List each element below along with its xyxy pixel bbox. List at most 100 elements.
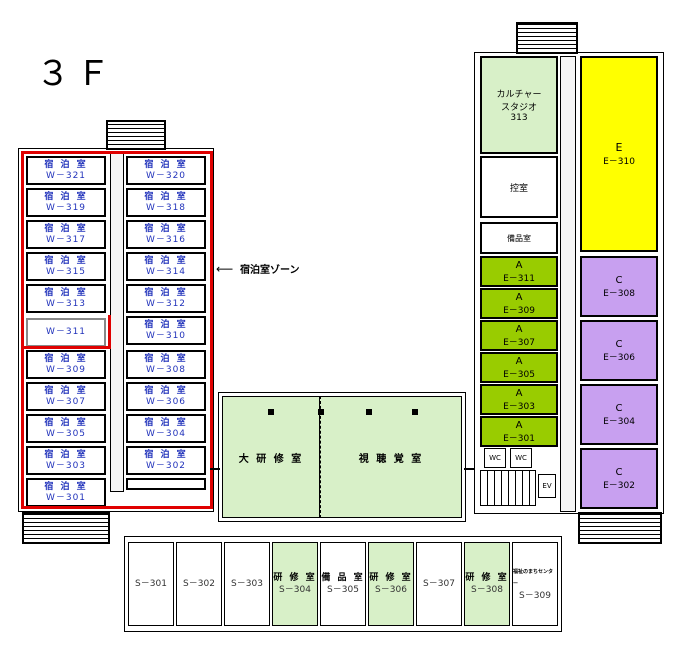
- lodging-room-number: W－306: [145, 396, 187, 407]
- lodging-room-name: 宿 泊 室: [144, 191, 188, 202]
- a-room-letter: A: [515, 355, 523, 367]
- e-room-number: E－310: [603, 157, 635, 167]
- lodging-room-name: 宿 泊 室: [44, 385, 88, 396]
- lodging-room-name: 宿 泊 室: [144, 417, 188, 428]
- a-room: A E－301: [480, 416, 558, 447]
- lodging-room-number: W－309: [45, 364, 87, 375]
- south-room-number: S－306: [375, 585, 407, 595]
- lodging-room-number: W－314: [145, 266, 187, 277]
- culture-studio-line2: スタジオ: [500, 103, 537, 113]
- pillar: [366, 409, 372, 415]
- wc-1-label: WC: [489, 454, 501, 462]
- lodging-room-number: W－305: [45, 428, 87, 439]
- lodging-room-name: 宿 泊 室: [144, 159, 188, 170]
- a-room-number: E－309: [503, 305, 535, 316]
- lodging-room-number: W－307: [45, 396, 87, 407]
- lodging-room-number: W－313: [45, 298, 87, 309]
- south-room: S－302: [176, 542, 222, 626]
- c-room-letter: C: [615, 466, 623, 478]
- a-room-number: E－303: [503, 401, 535, 412]
- lodging-room-name: 宿 泊 室: [144, 255, 188, 266]
- east-stairs: [516, 22, 578, 54]
- south-room-number: S－307: [423, 579, 455, 589]
- lodging-room-name: 宿 泊 室: [144, 353, 188, 364]
- a-room-number: E－307: [503, 337, 535, 348]
- lodging-room-number: W－310: [145, 330, 187, 341]
- c-room-number: E－306: [603, 352, 635, 363]
- lodging-room-name: 宿 泊 室: [144, 223, 188, 234]
- a-room-number: E－301: [503, 433, 535, 444]
- connector-line: [464, 468, 478, 470]
- south-room-number: S－303: [231, 579, 263, 589]
- a-room-letter: A: [515, 323, 523, 335]
- c-room: C E－308: [580, 256, 658, 317]
- a-room-letter: A: [515, 259, 523, 271]
- c-room: C E－304: [580, 384, 658, 445]
- lodging-room-name: 宿 泊 室: [144, 319, 188, 330]
- lodging-room-number: W－318: [145, 202, 187, 213]
- c-room-letter: C: [615, 274, 623, 286]
- south-room: S－303: [224, 542, 270, 626]
- lodging-room-name: 宿 泊 室: [44, 223, 88, 234]
- wc-block: [480, 470, 536, 506]
- culture-studio: カルチャー スタジオ 313: [480, 56, 558, 154]
- south-room: S－301: [128, 542, 174, 626]
- lodging-room-name: 宿 泊 室: [44, 159, 88, 170]
- lodging-room-name: 宿 泊 室: [144, 449, 188, 460]
- wc-2: WC: [510, 448, 532, 468]
- south-room: S－307: [416, 542, 462, 626]
- lodging-room-number: W－315: [45, 266, 87, 277]
- lodging-room-name: 宿 泊 室: [144, 385, 188, 396]
- c-room-number: E－302: [603, 480, 635, 491]
- south-room-number: S－309: [519, 591, 551, 601]
- control-room-label: 控室: [509, 183, 528, 194]
- wc-2-label: WC: [515, 454, 527, 462]
- storage-east-label: 備品室: [507, 233, 531, 243]
- w311-notch: [21, 315, 111, 349]
- south-room-number: S－302: [183, 579, 215, 589]
- connector-line: [210, 468, 220, 470]
- a-room: A E－307: [480, 320, 558, 351]
- storage-east: 備品室: [480, 222, 558, 254]
- south-room-number: S－305: [327, 585, 359, 595]
- south-room-number: S－308: [471, 585, 503, 595]
- wc-1: WC: [484, 448, 506, 468]
- south-room-title: 研 修 室: [369, 573, 413, 583]
- lodging-room-name: 宿 泊 室: [44, 481, 88, 492]
- lodging-room-name: 宿 泊 室: [44, 353, 88, 364]
- lodging-room-name: 宿 泊 室: [44, 191, 88, 202]
- lodging-room-number: W－304: [145, 428, 187, 439]
- pillar: [268, 409, 274, 415]
- lodging-room-name: 宿 泊 室: [44, 255, 88, 266]
- c-room-number: E－304: [603, 416, 635, 427]
- lodging-room-number: W－311: [45, 327, 87, 337]
- sw-stairs: [22, 512, 110, 544]
- culture-studio-line1: カルチャー: [496, 90, 542, 100]
- elevator: EV: [538, 474, 556, 498]
- a-room-letter: A: [515, 419, 523, 431]
- lodging-room-number: W－312: [145, 298, 187, 309]
- c-room-letter: C: [615, 402, 623, 414]
- lodging-room-name: 宿 泊 室: [144, 287, 188, 298]
- south-room-title: 研 修 室: [273, 573, 317, 583]
- west-stairs: [106, 120, 166, 150]
- lodging-room-number: W－303: [45, 460, 87, 471]
- c-room-number: E－308: [603, 288, 635, 299]
